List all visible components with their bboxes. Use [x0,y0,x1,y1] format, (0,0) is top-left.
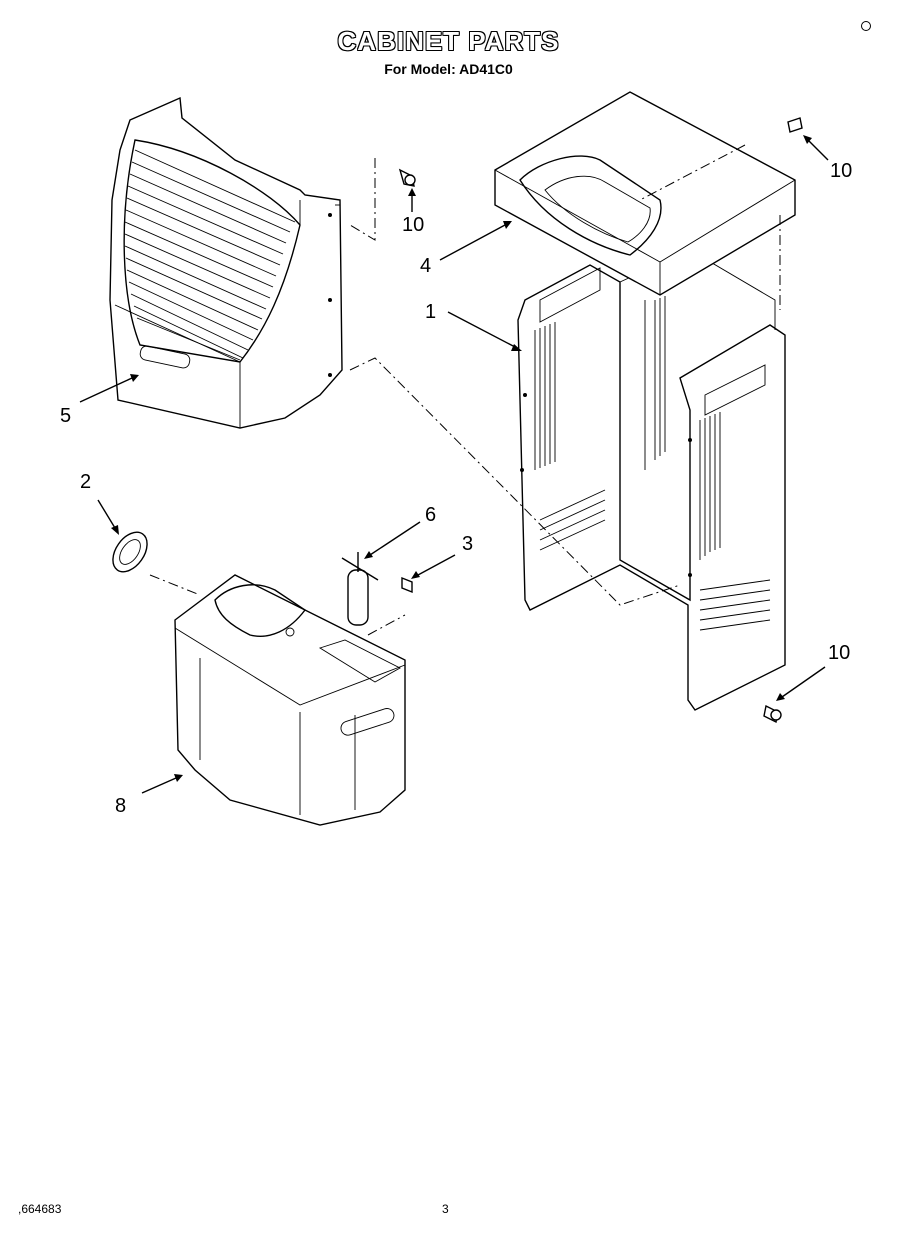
callout-10-top-left: 10 [402,214,424,236]
screw-bottom-right [763,704,782,724]
part-5-front-grille [109,96,343,429]
callout-2: 2 [80,471,91,493]
screw-top-right [787,117,803,133]
callout-10-bottom-right: 10 [828,642,850,664]
document-number: ,664683 [18,1202,62,1216]
callout-10-top-right: 10 [830,160,852,182]
leader-arrows [79,135,829,794]
screw-top-left [398,168,416,187]
part-3-clip [401,576,413,594]
callout-1: 1 [425,301,436,323]
part-1-cabinet-frame [517,249,786,711]
callout-4: 4 [420,255,431,277]
part-4-top-cover [494,91,796,296]
part-6-float [341,552,379,626]
corner-circle-mark [861,21,871,31]
callout-3: 3 [462,533,473,555]
assembly-lines [149,144,781,636]
callout-8: 8 [115,795,126,817]
callout-5: 5 [60,405,71,427]
model-subtitle: For Model: AD41C0 [384,61,513,77]
page-number: 3 [442,1202,449,1216]
part-8-water-bucket [174,574,406,826]
part-2-plug [112,531,148,573]
callout-6: 6 [425,504,436,526]
page-title: CABINET PARTS [337,26,560,56]
